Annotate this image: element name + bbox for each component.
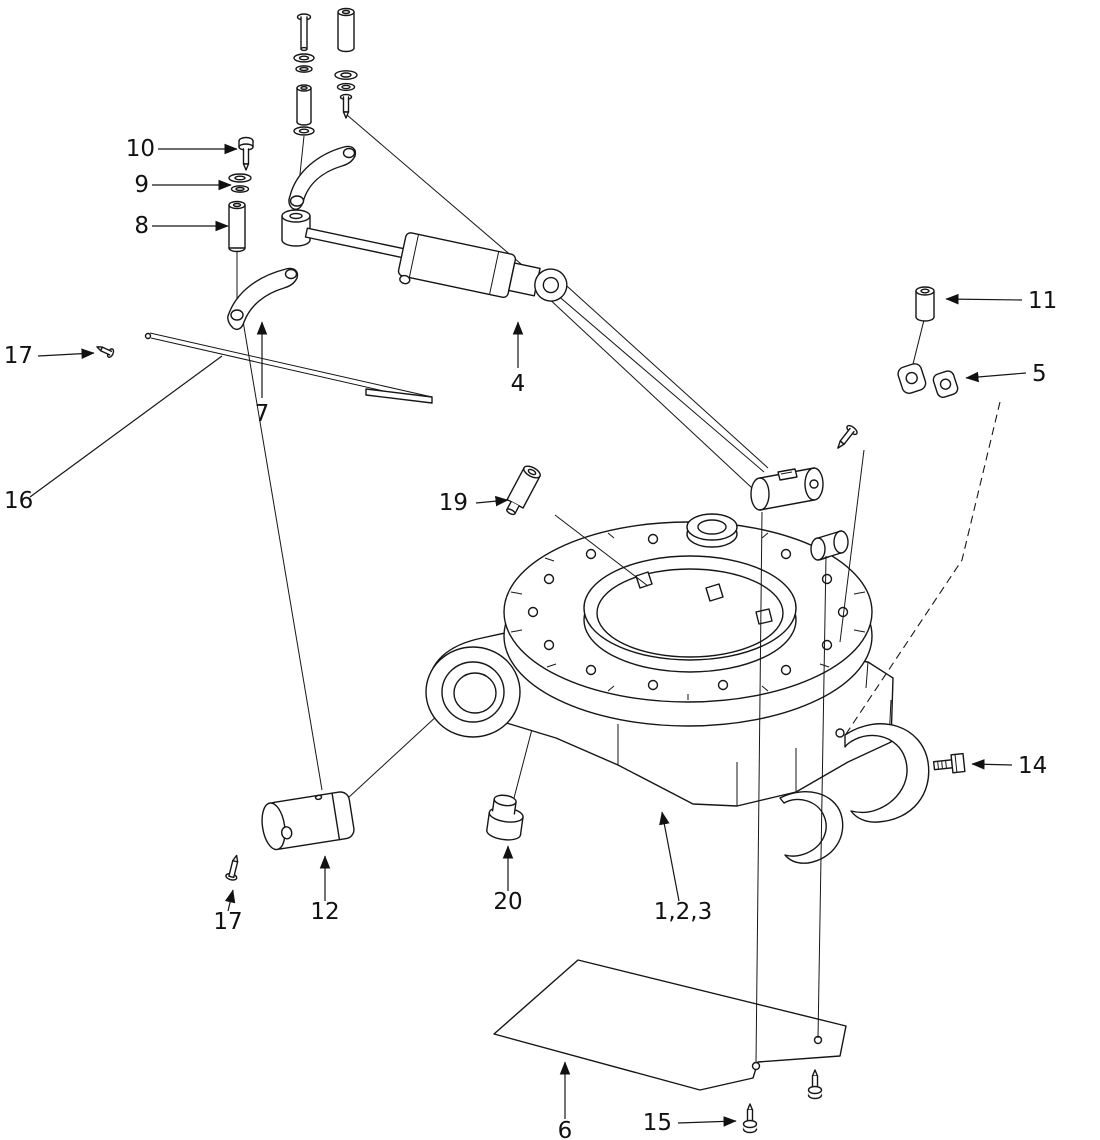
clevis-alignment-dashed-line	[845, 401, 1001, 735]
part-5-clevis-blocks	[897, 363, 959, 398]
part-pivot-barrel	[750, 467, 824, 511]
housing-clevis-hole	[835, 728, 845, 738]
callout-label-7: 7	[255, 401, 270, 427]
part-small-screw-ring	[837, 424, 865, 643]
part-14-hex-bolt	[932, 752, 966, 774]
callout-label-10: 10	[126, 136, 155, 162]
callout-label-17-left: 17	[4, 343, 33, 369]
callout-label-4: 4	[511, 371, 526, 397]
part-17-screw-bottom	[225, 854, 239, 881]
callout-label-6: 6	[558, 1118, 573, 1140]
fastener-stack-b	[334, 7, 358, 119]
part-4-hydraulic-cylinder	[281, 209, 568, 302]
housing-hook-brackets	[779, 723, 930, 864]
callout-label-12: 12	[310, 899, 339, 925]
part-spacer-cylinder	[810, 530, 849, 561]
callouts: 10 9 8 17 7 16 4 19 11 5 14 12 17 20 1,2…	[4, 136, 1058, 1140]
callout-label-19: 19	[439, 490, 468, 516]
callout-label-17-bottom: 17	[213, 909, 242, 935]
part-upper-link-arm	[288, 145, 357, 211]
callout-label-15: 15	[643, 1110, 672, 1136]
part-8-pivot-pin	[228, 200, 246, 253]
callout-label-20: 20	[493, 889, 522, 915]
part-16-tie-rod	[96, 332, 433, 404]
mounting-alignment-lines	[755, 401, 1001, 1064]
part-6-cover-plate	[493, 959, 847, 1091]
part-10-bolt	[238, 136, 254, 171]
callout-label-8: 8	[134, 213, 149, 239]
callout-label-5: 5	[1032, 361, 1047, 387]
part-17-screw-left	[96, 346, 115, 359]
callout-label-9: 9	[134, 172, 149, 198]
part-11-bushing-pin	[915, 286, 935, 322]
fastener-stack-a	[293, 13, 315, 136]
part-9-washer	[228, 173, 252, 193]
callout-label-11: 11	[1028, 288, 1057, 314]
part-15-screw-2	[807, 1069, 823, 1100]
part-slewing-ring	[503, 521, 873, 727]
part-12-pivot-cylinder	[261, 791, 355, 851]
part-20-plug	[486, 794, 524, 841]
callout-label-16: 16	[4, 488, 33, 514]
part-bushing-ring	[686, 513, 738, 548]
ring-inner-lugs	[635, 571, 773, 625]
part-15-screw-1	[742, 1103, 758, 1134]
part-19-pin	[506, 465, 649, 587]
part-7-lower-link-arm	[227, 267, 299, 331]
callout-label-123: 1,2,3	[654, 899, 713, 925]
callout-label-14: 14	[1018, 753, 1047, 779]
barrel-slot	[777, 468, 798, 481]
